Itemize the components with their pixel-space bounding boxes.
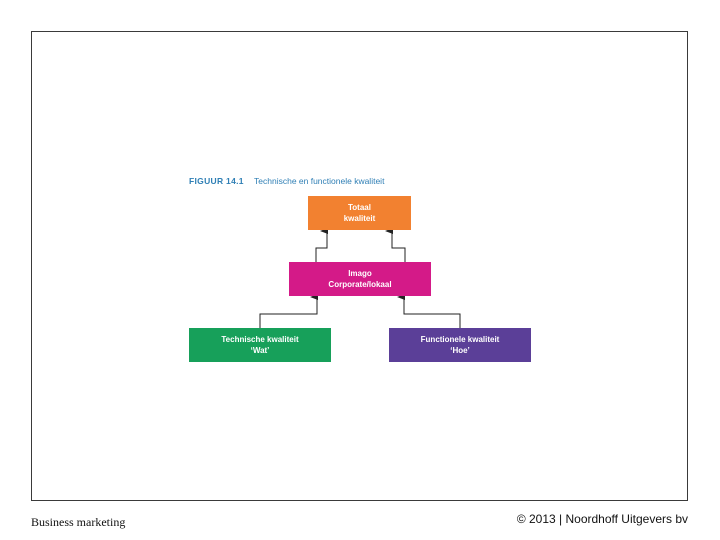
node-totaal-kwaliteit: Totaal kwaliteit xyxy=(308,196,411,230)
node-technisch-line2: ‘Wat’ xyxy=(250,346,270,355)
node-imago-line2: Corporate/lokaal xyxy=(328,280,392,289)
footer-copyright: © 2013 | Noordhoff Uitgevers bv xyxy=(516,512,688,526)
node-totaal-line2: kwaliteit xyxy=(343,214,376,223)
footer-course-title: Business marketing xyxy=(31,515,126,529)
figure-title: Technische en functionele kwaliteit xyxy=(254,176,385,186)
node-technisch-line1: Technische kwaliteit xyxy=(221,335,299,344)
node-totaal-line1: Totaal xyxy=(348,203,371,212)
node-imago: Imago Corporate/lokaal xyxy=(289,262,431,296)
node-functioneel-line1: Functionele kwaliteit xyxy=(420,335,500,344)
figure-caption: FIGUUR 14.1 Technische en functionele kw… xyxy=(189,176,384,186)
node-technische-kwaliteit: Technische kwaliteit ‘Wat’ xyxy=(189,328,331,362)
node-imago-line1: Imago xyxy=(348,269,372,278)
node-functioneel-line2: ‘Hoe’ xyxy=(450,346,470,355)
node-functionele-kwaliteit: Functionele kwaliteit ‘Hoe’ xyxy=(389,328,531,362)
figure-number: FIGUUR 14.1 xyxy=(189,176,244,186)
